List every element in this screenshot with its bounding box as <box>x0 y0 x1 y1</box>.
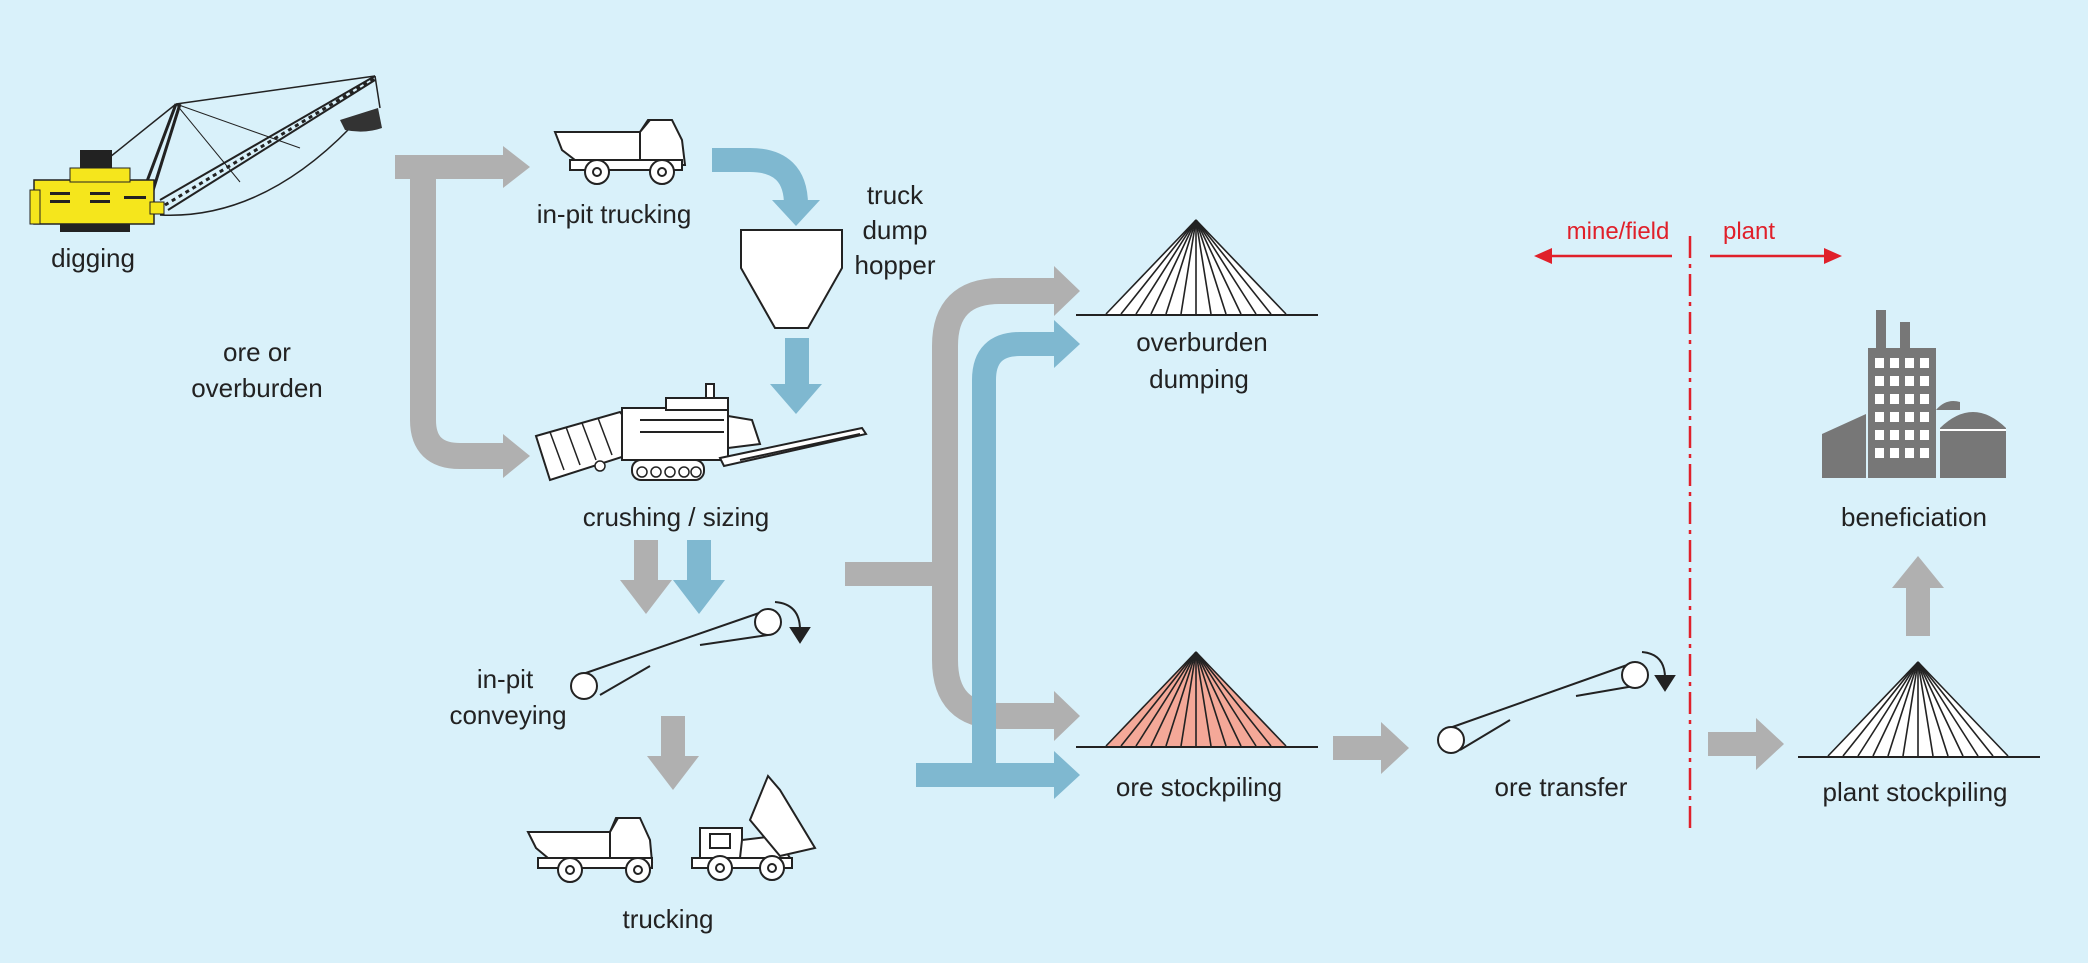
dragline-icon <box>29 75 382 232</box>
label-conveying: conveying <box>449 700 566 730</box>
label-dump: dump <box>862 215 927 245</box>
label-crushing-sizing: crushing / sizing <box>583 502 769 532</box>
label-plant-stockpiling: plant stockpiling <box>1823 777 2008 807</box>
dump-truck-icon <box>553 119 687 185</box>
label-ore-or: ore or <box>223 337 291 367</box>
label-mine-field: mine/field <box>1567 218 1670 245</box>
label-truck: truck <box>867 180 924 210</box>
loader-icon <box>691 774 817 881</box>
label-overburden-dumping-2: dumping <box>1149 364 1249 394</box>
trucking-dump-truck-icon <box>526 817 654 883</box>
transfer-conveyor-icon <box>1437 651 1676 754</box>
gray-flow-arrows <box>395 146 1944 790</box>
label-in-pit-trucking: in-pit trucking <box>537 199 692 229</box>
conveyor-icon <box>570 601 811 700</box>
label-overburden-dumping-1: overburden <box>1136 327 1268 357</box>
label-hopper: hopper <box>855 250 936 280</box>
label-overburden: overburden <box>191 373 323 403</box>
label-trucking: trucking <box>622 904 713 934</box>
factory-icon <box>1822 310 2006 478</box>
labels: digging ore or overburden in-pit truckin… <box>51 180 2007 934</box>
label-digging: digging <box>51 243 135 273</box>
ore-pile-icon <box>1076 651 1318 748</box>
crusher-icon <box>534 383 868 482</box>
plant-pile-icon <box>1798 661 2040 758</box>
label-ore-transfer: ore transfer <box>1495 772 1628 802</box>
label-ore-stockpiling: ore stockpiling <box>1116 772 1282 802</box>
hopper-icon <box>740 229 843 329</box>
label-plant: plant <box>1723 218 1775 245</box>
mine-plant-boundary <box>1534 236 1842 830</box>
label-beneficiation: beneficiation <box>1841 502 1987 532</box>
blue-flow-arrows <box>673 148 1080 799</box>
overburden-pile-icon <box>1076 219 1318 316</box>
label-in-pit: in-pit <box>477 664 534 694</box>
